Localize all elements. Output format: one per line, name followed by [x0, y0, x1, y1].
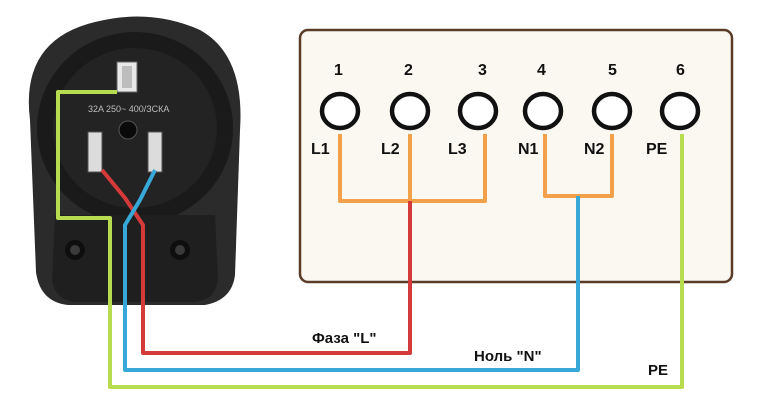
terminal-2: 2 L2: [381, 62, 431, 158]
terminal-ring: [389, 91, 431, 131]
terminal-number: 6: [676, 62, 685, 79]
terminal-number: 2: [404, 62, 413, 79]
terminal-ring: [522, 91, 564, 131]
power-socket: 32A 250~ 400/ЗСКА: [28, 16, 241, 306]
terminal-ring: [591, 91, 633, 131]
terminal-label: L3: [448, 141, 467, 158]
neutral-wire-label: Ноль "N": [474, 348, 542, 365]
terminal-ring: [659, 91, 701, 131]
terminal-number: 1: [334, 62, 343, 79]
terminal-number: 5: [608, 62, 617, 79]
terminal-ring: [457, 91, 499, 131]
jumper-l1-l2-l3: [338, 134, 487, 203]
terminal-label: N1: [518, 141, 539, 158]
earth-wire: [56, 90, 684, 389]
phase-pin: [87, 131, 103, 173]
terminal-4: 4 N1: [518, 62, 564, 158]
neutral-wire: [123, 169, 580, 372]
terminal-ring: [319, 91, 361, 131]
terminal-number: 4: [537, 62, 546, 79]
terminal-number: 3: [478, 62, 487, 79]
phase-wire-label: Фаза "L": [312, 330, 376, 347]
socket-center-hole: [118, 120, 138, 140]
terminal-label: N2: [584, 141, 605, 158]
terminal-1: 1 L1: [311, 62, 361, 158]
socket-rating-text: 32A 250~ 400/ЗСКА: [88, 104, 169, 114]
terminal-5: 5 N2: [584, 62, 633, 158]
terminal-label: L2: [381, 141, 400, 158]
terminal-6: 6 PE: [646, 62, 701, 158]
terminal-label: L1: [311, 141, 330, 158]
terminals: 1 L1 2 L2 3 L3 4 N1 5 N2 6 PE: [311, 62, 701, 158]
terminal-label: PE: [646, 141, 668, 158]
socket-lower-body: [52, 215, 218, 302]
earth-wire-label: PE: [648, 362, 668, 379]
phase-wire: [100, 168, 412, 355]
neutral-pin: [147, 131, 163, 173]
terminal-3: 3 L3: [448, 62, 499, 158]
